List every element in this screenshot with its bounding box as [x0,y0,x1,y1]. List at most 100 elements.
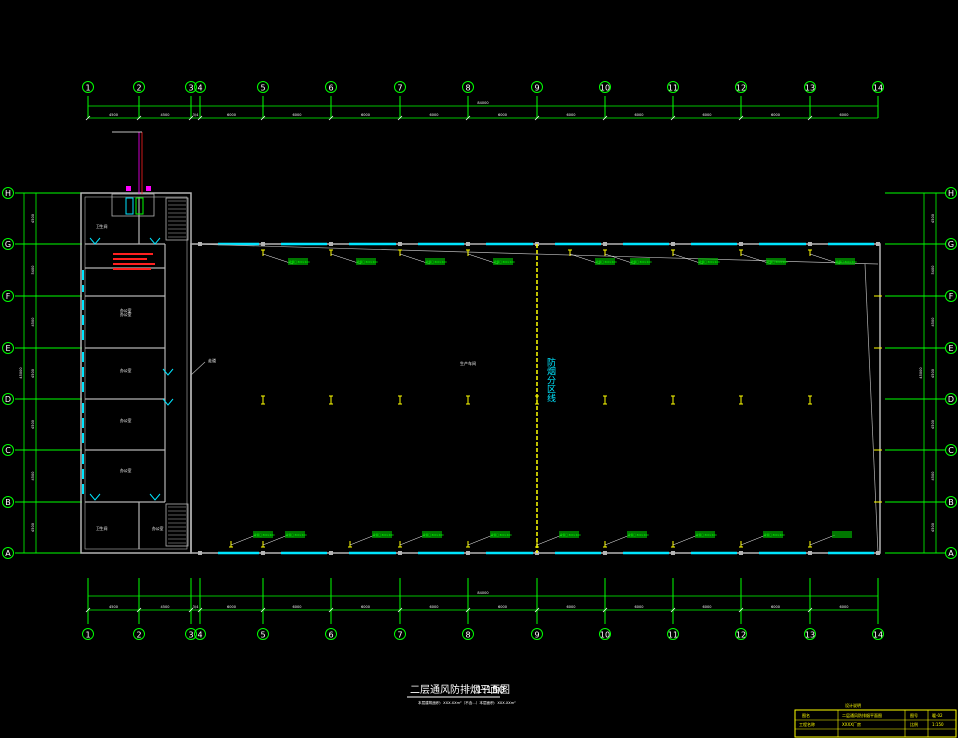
col-dim-label: 4500 [161,113,170,117]
col-dim-label: 3/4 [193,605,199,609]
grid-bubble-7 [394,628,406,640]
col-dim-label: 6000 [498,113,507,117]
vent-label: 排烟口 800×400 [423,533,444,537]
row-dim-label: 4500 [31,420,35,429]
grid-label-10: 10 [600,84,610,93]
grid-bubble-7 [394,81,406,93]
dim-tick [670,115,676,121]
grid-label-D: D [5,395,11,404]
vent-label: 排烟口 800×400 [699,260,720,264]
vent-label: 排烟口 800×400 [286,533,307,537]
col-dim-label: 6000 [227,113,236,117]
vent-tag [253,531,273,538]
grid-bubble-D [2,393,14,405]
room-label: 卫生间 [96,224,108,229]
warning-note [113,263,155,265]
tb-cell-1-2: 比例 [910,721,918,727]
grid-label-E: E [948,344,953,353]
grid-bubble-6 [325,81,337,93]
structural-column [671,551,675,555]
col-dim-label: 6000 [361,113,370,117]
grid-bubble-A [945,547,957,559]
tb-cell-0-0: 图名 [802,712,810,718]
grid-bubble-14 [872,628,884,640]
vent-label: 排烟口 800×400 [764,533,785,537]
grid-bubble-C [945,444,957,456]
grid-bubble-B [2,496,14,508]
structural-column [739,242,743,246]
grid-label-B: B [5,498,11,507]
vent-label: 排烟口 800×400 [357,260,378,264]
vent-tag [372,531,392,538]
room-label: 办公室 [120,312,132,317]
dim-tick [807,115,813,121]
col-dim-label: 6000 [430,605,439,609]
vent-marker [466,541,470,548]
grid-bubble-11 [667,628,679,640]
vent-marker [671,395,675,405]
smoke-vents: 排烟口 800×400 排烟口 800×400 排烟口 800×400 排烟口 800… [229,249,882,548]
vent-label: 排烟口 800×400 [631,260,652,264]
vent-label: 排烟口 800×400 [560,533,581,537]
vent-marker [466,395,470,405]
vent-marker [535,395,539,405]
grid-label-5: 5 [260,631,265,640]
vent-marker [329,249,333,256]
vent-marker [261,541,265,548]
tb-cell-0-2: 图号 [910,712,918,718]
vent-marker [398,395,402,405]
grid-label-C: C [948,446,954,455]
title-block: 设计说明 图名 二层通风防排烟平面图 图号 暖-02 工程名称 XXXX厂房 比… [794,702,957,738]
grid-label-3: 3 [188,84,193,93]
structural-column [671,242,675,246]
vent-marker [348,541,352,548]
grid-bubble-4 [194,628,206,640]
structural-column [398,242,402,246]
row-dim-label: 5400 [931,266,935,275]
room-label: 办公室 [120,468,132,473]
vent-marker [671,249,675,256]
vent-leader [536,534,563,546]
dim-tick [738,607,744,613]
vent-tag [422,531,442,538]
vent-marker [739,395,743,405]
col-dim-label: 6000 [840,113,849,117]
grid-bubble-H [945,187,957,199]
tb-cell-0-1: 二层通风防排烟平面图 [842,712,882,718]
door-swing [149,493,161,501]
grid-label-H: H [948,189,954,198]
row-dim-label: 4500 [31,214,35,223]
vent-label: 排烟口 800×400 [596,260,617,264]
vent-marker [739,249,743,256]
dim-tick [602,115,608,121]
office-wing-inner [84,196,188,550]
structural-column [739,551,743,555]
grid-bubble-A [2,547,14,559]
grid-bubble-F [2,290,14,302]
vent-tag [288,258,308,265]
grid-label-F: F [949,292,954,301]
vent-marker [808,395,812,405]
drawing-title: 二层通风防排烟平面图 [410,683,510,696]
vent-tag [595,258,615,265]
fan-marker [126,186,131,191]
dim-tick [85,607,91,613]
grid-label-8: 8 [465,631,470,640]
col-dim-label: 6000 [361,605,370,609]
drawing-note: 本层建筑面积：XXX.XXm²（不含...）本层面积：XXX.XXm² [418,700,516,705]
grid-label-1: 1 [85,631,90,640]
grid-bubble-10 [599,81,611,93]
vent-marker [808,249,812,256]
dim-tick [534,607,540,613]
grid-bubble-9 [531,628,543,640]
structural-column [603,551,607,555]
row-dim-label: 4500 [31,523,35,532]
vent-label: 排烟口 800×400 [491,533,512,537]
row-dim-label: 4500 [931,369,935,378]
row-dim-label: 4500 [931,318,935,327]
duct-line [190,361,206,376]
structural-column [466,551,470,555]
row-dim-label: 5400 [31,266,35,275]
grid-label-E: E [5,344,10,353]
